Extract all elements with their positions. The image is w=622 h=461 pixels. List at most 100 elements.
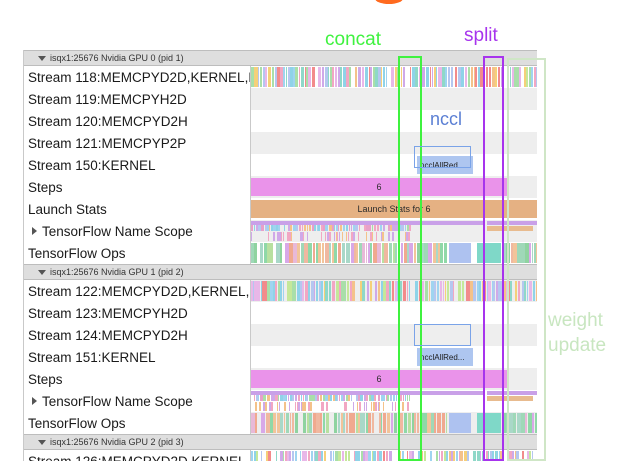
timeline-track[interactable] xyxy=(250,110,537,132)
chevron-right-icon[interactable] xyxy=(32,227,37,235)
timeline-track[interactable] xyxy=(250,324,537,346)
timeline-row[interactable]: Stream 123:MEMCPYH2D xyxy=(24,302,537,324)
top-orange-marker xyxy=(375,0,403,4)
track-stripes xyxy=(251,243,537,263)
launch-stats-bar-label: Launch Stats for 6 xyxy=(357,204,431,214)
timeline-row[interactable]: Stream 119:MEMCPYH2D xyxy=(24,88,537,110)
timeline-row[interactable]: Stream 121:MEMCPYP2P xyxy=(24,132,537,154)
row-label-text: TensorFlow Ops xyxy=(28,415,126,431)
row-label-text: Stream 122:MEMCPYD2D,KERNEL,MI xyxy=(28,283,250,299)
row-label-text: Stream 118:MEMCPYD2D,KERNEL,ME xyxy=(28,69,250,85)
timeline-row-label[interactable]: Stream 119:MEMCPYH2D xyxy=(24,88,250,110)
timeline-row[interactable]: Stream 120:MEMCPYD2H xyxy=(24,110,537,132)
nccl-allreduce-block[interactable]: ncclAllRed... xyxy=(417,348,473,366)
timeline-row[interactable]: TensorFlow Name Scope xyxy=(24,220,537,242)
timeline-row-label[interactable]: TensorFlow Name Scope xyxy=(24,220,250,242)
timeline-track[interactable] xyxy=(250,220,537,242)
annotation-label-split: split xyxy=(464,25,498,46)
steps-bar-label: 6 xyxy=(376,182,382,192)
timeline-row-label[interactable]: Stream 120:MEMCPYD2H xyxy=(24,110,250,132)
row-label-text: Stream 121:MEMCPYP2P xyxy=(28,135,187,151)
timeline-row[interactable]: Steps 6 xyxy=(24,176,537,198)
timeline-row[interactable]: Stream 150:KERNEL ncclAllRed... xyxy=(24,154,537,176)
timeline-row-label[interactable]: Stream 126:MEMCPYD2D,KERNEL,MI xyxy=(24,450,250,461)
timeline-track[interactable] xyxy=(250,302,537,324)
timeline-row[interactable]: Stream 122:MEMCPYD2D,KERNEL,MI xyxy=(24,280,537,302)
row-label-text: Stream 123:MEMCPYH2D xyxy=(28,305,188,321)
row-label-text: TensorFlow Ops xyxy=(28,245,126,261)
steps-bar[interactable]: 6 xyxy=(251,178,507,196)
track-stripes xyxy=(251,67,537,87)
track-stripes xyxy=(251,413,537,433)
timeline-row[interactable]: Stream 126:MEMCPYD2D,KERNEL,MI xyxy=(24,450,537,461)
timeline-row[interactable]: TensorFlow Ops xyxy=(24,412,537,434)
timeline-track[interactable] xyxy=(250,280,537,302)
timeline-row[interactable]: TensorFlow Ops xyxy=(24,242,537,264)
timeline-row[interactable]: TensorFlow Name Scope xyxy=(24,390,537,412)
track-stripes xyxy=(251,451,537,461)
group-header[interactable]: isqx1:25676 Nvidia GPU 1 (pid 2) xyxy=(24,264,537,280)
timeline-row-label[interactable]: Stream 124:MEMCPYD2H xyxy=(24,324,250,346)
timeline-row[interactable]: Launch Stats Launch Stats for 6 xyxy=(24,198,537,220)
timeline-row[interactable]: Stream 118:MEMCPYD2D,KERNEL,ME xyxy=(24,66,537,88)
timeline-track[interactable]: ncclAllRed... xyxy=(250,346,537,368)
timeline-track[interactable] xyxy=(250,88,537,110)
steps-bar-label: 6 xyxy=(376,374,382,384)
timeline-track[interactable]: Launch Stats for 6 xyxy=(250,198,537,220)
track-stripes-bottom xyxy=(251,221,537,241)
track-stripes-top xyxy=(251,391,537,411)
chevron-down-icon[interactable] xyxy=(38,269,46,275)
timeline-row-label[interactable]: Stream 122:MEMCPYD2D,KERNEL,MI xyxy=(24,280,250,302)
annotation-label-weight-line1: weight xyxy=(548,310,603,331)
group-header-label: isqx1:25676 Nvidia GPU 1 (pid 2) xyxy=(50,267,184,277)
timeline-track[interactable]: ncclAllRed... xyxy=(250,154,537,176)
timeline-row[interactable]: Steps 6 xyxy=(24,368,537,390)
track-stripes-bottom xyxy=(251,391,537,411)
row-label-text: Steps xyxy=(28,179,63,195)
timeline-row-label[interactable]: TensorFlow Ops xyxy=(24,412,250,434)
annotation-label-concat: concat xyxy=(325,29,381,50)
row-label-text: Stream 124:MEMCPYD2H xyxy=(28,327,188,343)
group-header[interactable]: isqx1:25676 Nvidia GPU 2 (pid 3) xyxy=(24,434,537,450)
timeline-row-label[interactable]: Stream 121:MEMCPYP2P xyxy=(24,132,250,154)
timeline-track[interactable] xyxy=(250,66,537,88)
group-header[interactable]: isqx1:25676 Nvidia GPU 0 (pid 1) xyxy=(24,50,537,66)
launch-stats-bar[interactable]: Launch Stats for 6 xyxy=(251,200,537,218)
annotation-label-nccl: nccl xyxy=(430,109,463,129)
nccl-allreduce-label: ncclAllRed... xyxy=(420,160,465,170)
timeline-row-label[interactable]: Steps xyxy=(24,368,250,390)
chevron-down-icon[interactable] xyxy=(38,55,46,61)
chevron-down-icon[interactable] xyxy=(38,439,46,445)
timeline-track[interactable]: 6 xyxy=(250,176,537,198)
timeline-track[interactable] xyxy=(250,412,537,434)
timeline-row-label[interactable]: Launch Stats xyxy=(24,198,250,220)
timeline-track[interactable] xyxy=(250,450,537,461)
nccl-allreduce-label: ncclAllRed... xyxy=(420,352,465,362)
chevron-right-icon[interactable] xyxy=(32,397,37,405)
timeline-row-label[interactable]: TensorFlow Ops xyxy=(24,242,250,264)
row-label-text: Stream 126:MEMCPYD2D,KERNEL,MI xyxy=(28,453,250,461)
timeline-track[interactable] xyxy=(250,390,537,412)
timeline-row-label[interactable]: Stream 118:MEMCPYD2D,KERNEL,ME xyxy=(24,66,250,88)
timeline-row-label[interactable]: Stream 150:KERNEL xyxy=(24,154,250,176)
timeline-row[interactable]: Stream 151:KERNEL ncclAllRed... xyxy=(24,346,537,368)
row-label-text: Stream 120:MEMCPYD2H xyxy=(28,113,188,129)
timeline-row-label[interactable]: Steps xyxy=(24,176,250,198)
row-label-text: Steps xyxy=(28,371,63,387)
row-label-text: Launch Stats xyxy=(28,201,107,217)
nccl-allreduce-block[interactable]: ncclAllRed... xyxy=(417,156,473,174)
timeline-track[interactable]: 6 xyxy=(250,368,537,390)
timeline-row[interactable]: Stream 124:MEMCPYD2H xyxy=(24,324,537,346)
annotation-label-weight-line2: update xyxy=(548,335,607,356)
timeline-track[interactable] xyxy=(250,132,537,154)
timeline-row-label[interactable]: Stream 123:MEMCPYH2D xyxy=(24,302,250,324)
timeline-row-label[interactable]: TensorFlow Name Scope xyxy=(24,390,250,412)
track-stripes-top xyxy=(251,221,537,241)
row-label-text: Stream 150:KERNEL xyxy=(28,157,156,173)
timeline-row-label[interactable]: Stream 151:KERNEL xyxy=(24,346,250,368)
annotation-label-weight-update: weight update xyxy=(548,308,606,358)
timeline-track[interactable] xyxy=(250,242,537,264)
row-label-text: TensorFlow Name Scope xyxy=(42,223,193,239)
steps-bar[interactable]: 6 xyxy=(251,370,507,388)
row-label-text: Stream 119:MEMCPYH2D xyxy=(28,91,187,107)
